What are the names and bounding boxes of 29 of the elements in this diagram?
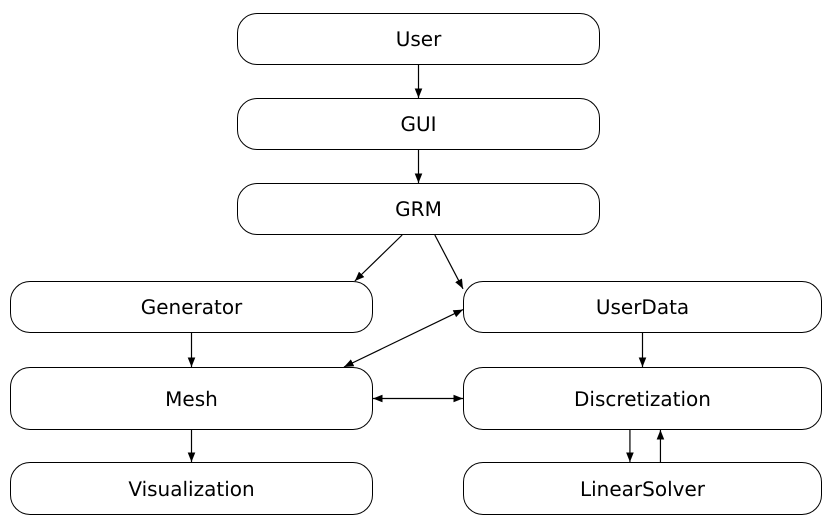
process-box	[237, 98, 600, 150]
arrow	[354, 234, 403, 282]
process-box	[237, 13, 600, 65]
arrow	[414, 65, 422, 98]
node-label: Mesh	[165, 386, 218, 410]
process-box	[10, 281, 373, 333]
node-label: Discretization	[574, 386, 711, 410]
arrow	[626, 430, 634, 462]
arrow	[414, 150, 422, 183]
node-label: GUI	[400, 112, 437, 136]
process-box	[10, 462, 373, 515]
arrow	[344, 309, 464, 368]
node-label: GRM	[395, 197, 442, 221]
arrow	[373, 394, 463, 402]
process-box	[463, 281, 822, 333]
arrow	[434, 234, 464, 290]
arrow	[188, 333, 196, 367]
process-box	[10, 367, 373, 430]
process-box	[237, 183, 600, 235]
arrow	[188, 430, 196, 462]
node-label: User	[396, 27, 442, 51]
process-box	[463, 462, 822, 515]
node-label: Visualization	[128, 476, 255, 500]
arrow	[638, 333, 646, 367]
arrow	[656, 430, 664, 462]
node-label: LinearSolver	[580, 476, 705, 500]
process-box	[463, 367, 822, 430]
node-label: UserData	[596, 295, 690, 319]
node-label: Generator	[140, 295, 242, 319]
